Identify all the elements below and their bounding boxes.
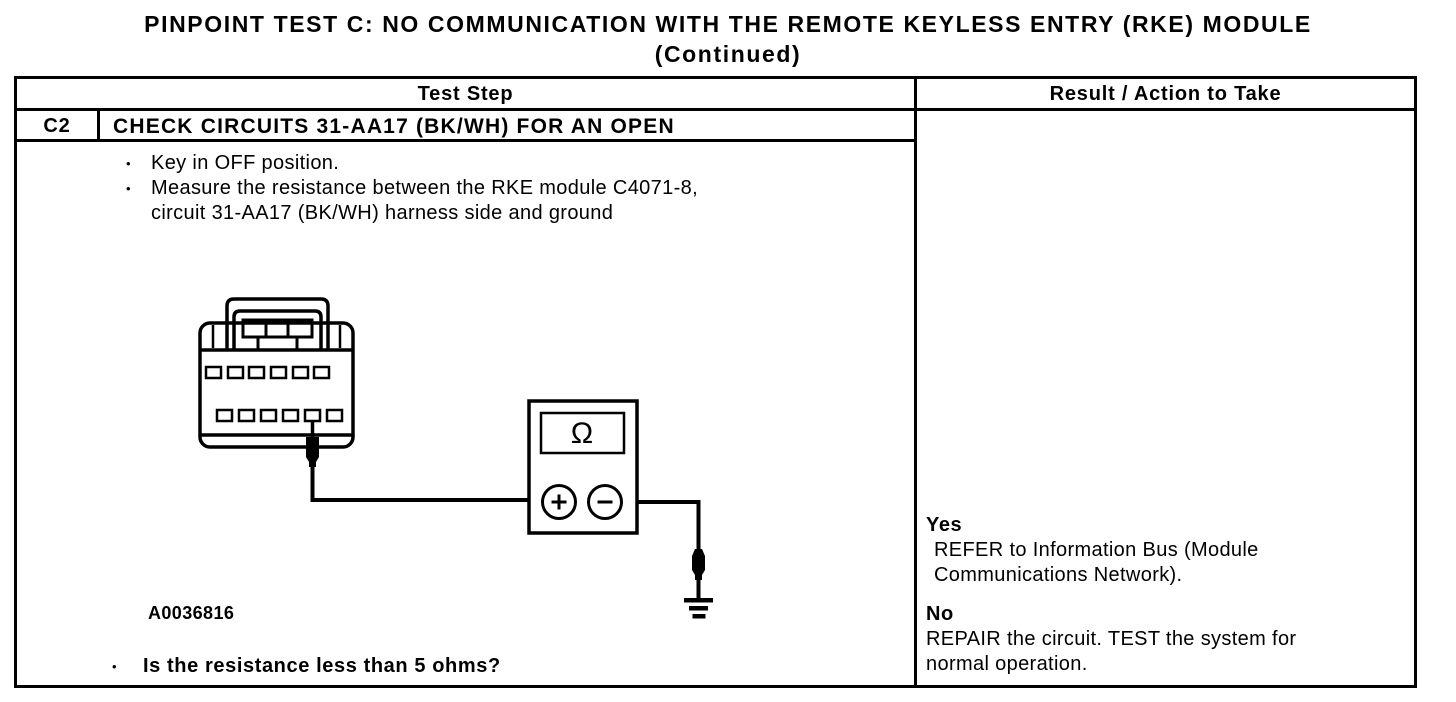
pin-slot	[215, 408, 234, 423]
ohmmeter-display	[539, 411, 626, 455]
pin-slot	[259, 408, 278, 423]
result-no-block: No REPAIR the circuit. TEST the system f…	[926, 601, 1396, 677]
ohmmeter-icon: Ω	[527, 399, 639, 535]
pin-slot	[325, 408, 344, 423]
page-title-line2: (Continued)	[654, 41, 802, 67]
step-id-cell-divider	[97, 111, 100, 139]
instruction-text: Measure the resistance between the RKE m…	[151, 177, 698, 224]
negative-lead-wire	[620, 500, 701, 553]
positive-lead-wire	[310, 463, 546, 502]
page-title: PINPOINT TEST C: NO COMMUNICATION WITH T…	[0, 9, 1456, 69]
test-leads	[310, 421, 701, 600]
connector-latch-window	[241, 318, 314, 339]
connector-latch-outer	[225, 297, 330, 350]
ohm-symbol: Ω	[571, 417, 593, 450]
test-probe-icon	[692, 549, 705, 580]
instruction-text: Key in OFF position.	[151, 152, 340, 174]
result-action-no: REPAIR the circuit. TEST the system for …	[926, 628, 1297, 675]
pin-slot	[291, 365, 310, 380]
pin-slot	[281, 408, 300, 423]
bullet-icon	[126, 151, 151, 176]
pin-slot	[247, 365, 266, 380]
instruction-item: Key in OFF position.	[126, 151, 786, 176]
step-question: Is the resistance less than 5 ohms?	[143, 655, 501, 677]
result-action-yes: REFER to Information Bus (Module Communi…	[934, 539, 1259, 586]
pin-slot	[269, 365, 288, 380]
column-header-test-step: Test Step	[417, 83, 514, 105]
bullet-icon	[112, 654, 143, 679]
test-probe-icon	[306, 437, 319, 467]
figure-id-label: A0036816	[148, 603, 235, 623]
step-title-row-divider	[17, 139, 914, 142]
pin-slot	[312, 365, 331, 380]
instruction-item: Measure the resistance between the RKE m…	[126, 176, 786, 226]
result-answer-no: No	[926, 603, 954, 625]
pin-slot-c4071-8	[303, 408, 322, 423]
connector-pin-row	[204, 365, 331, 380]
pin-slot	[226, 365, 245, 380]
ground-symbol-icon	[684, 598, 713, 619]
pinpoint-test-table-border	[14, 76, 1417, 688]
column-header-result-action: Result / Action to Take	[1049, 83, 1282, 105]
result-yes-block: Yes REFER to Information Bus (Module Com…	[926, 512, 1396, 588]
instruction-list: Key in OFF position. Measure the resista…	[126, 151, 786, 226]
connector-pin-row	[215, 408, 344, 423]
step-title: CHECK CIRCUITS 31-AA17 (BK/WH) FOR AN OP…	[113, 115, 675, 138]
question-row: Is the resistance less than 5 ohms?	[112, 654, 872, 679]
result-answer-yes: Yes	[926, 514, 963, 536]
step-id: C2	[43, 115, 71, 137]
pin-slot	[204, 365, 223, 380]
pin-slot	[237, 408, 256, 423]
test-connection-diagram: Ω	[198, 297, 713, 619]
bullet-icon	[126, 176, 151, 201]
rke-module-connector-icon	[198, 297, 355, 449]
page-title-line1: PINPOINT TEST C: NO COMMUNICATION WITH T…	[144, 11, 1312, 37]
connector-latch-inner	[232, 309, 323, 350]
header-row-divider	[17, 108, 1414, 111]
connector-body	[198, 321, 355, 449]
column-divider	[914, 76, 917, 688]
